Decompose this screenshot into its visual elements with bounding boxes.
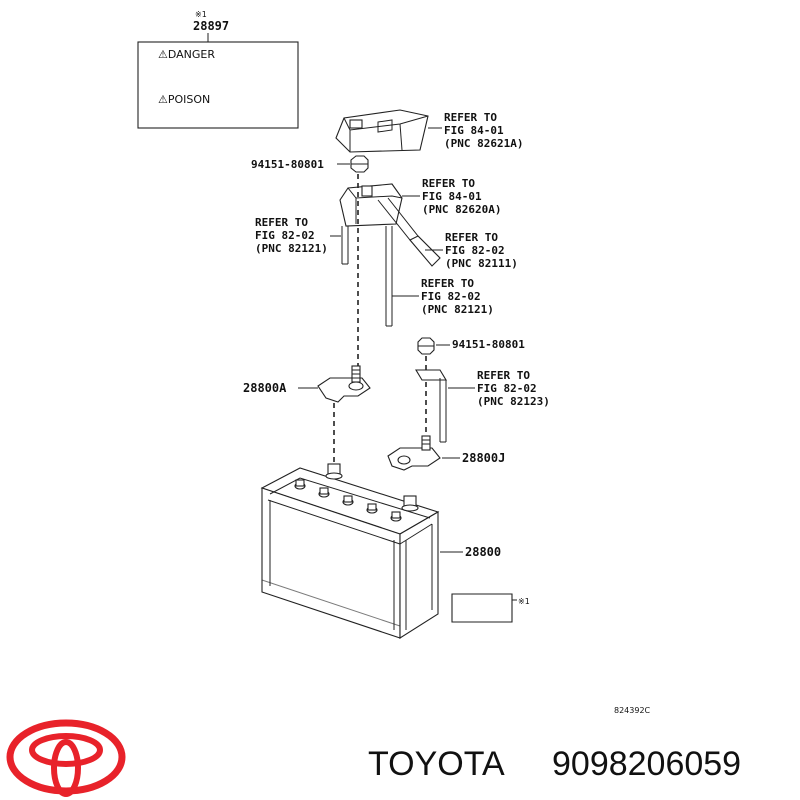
clamp-positive	[387, 435, 441, 471]
clamp-negative	[317, 365, 371, 403]
ref-c-line1: REFER TO	[255, 216, 308, 229]
ref-e-line2: FIG 82-02	[421, 290, 481, 303]
terminal-cover	[335, 109, 429, 153]
ref-d-line1: REFER TO	[445, 231, 498, 244]
warning-label-mark: ※1	[195, 10, 207, 19]
nut-top-label: 94151-80801	[251, 158, 324, 171]
positive-bracket	[415, 369, 447, 443]
warning-label-part-number: 28897	[193, 19, 229, 33]
ref-e-line3: (PNC 82121)	[421, 303, 494, 316]
battery-label: 28800	[465, 545, 501, 559]
ref-a-line3: (PNC 82621A)	[444, 137, 523, 150]
ref-b-line2: FIG 84-01	[422, 190, 482, 203]
ref-a-line1: REFER TO	[444, 111, 497, 124]
ref-f-line2: FIG 82-02	[477, 382, 537, 395]
ref-e-line1: REFER TO	[421, 277, 474, 290]
ref-c-line3: (PNC 82121)	[255, 242, 328, 255]
terminal-bracket	[339, 183, 441, 327]
warning-label-box	[137, 41, 299, 129]
footer-part-number: 9098206059	[552, 745, 741, 783]
sticker-mark: ※1	[518, 597, 530, 606]
clamp-positive-label: 28800J	[462, 451, 505, 465]
ref-f-line1: REFER TO	[477, 369, 530, 382]
ref-f-line3: (PNC 82123)	[477, 395, 550, 408]
battery-warning-sticker	[451, 593, 513, 623]
diagram-code: 824392C	[614, 706, 651, 715]
ref-a-line2: FIG 84-01	[444, 124, 504, 137]
ref-b-line1: REFER TO	[422, 177, 475, 190]
ref-d-line2: FIG 82-02	[445, 244, 505, 257]
ref-b-line3: (PNC 82620A)	[422, 203, 501, 216]
nut-right	[417, 337, 435, 355]
brand-name: TOYOTA	[368, 745, 505, 783]
toyota-logo-icon	[6, 719, 126, 797]
nut-top	[350, 155, 369, 173]
warning-label-poison: ⚠POISON	[158, 93, 210, 106]
battery	[260, 463, 440, 639]
nut-right-label: 94151-80801	[452, 338, 525, 351]
ref-c-line2: FIG 82-02	[255, 229, 315, 242]
warning-label-danger: ⚠DANGER	[158, 48, 215, 61]
ref-d-line3: (PNC 82111)	[445, 257, 518, 270]
clamp-negative-label: 28800A	[243, 381, 287, 395]
